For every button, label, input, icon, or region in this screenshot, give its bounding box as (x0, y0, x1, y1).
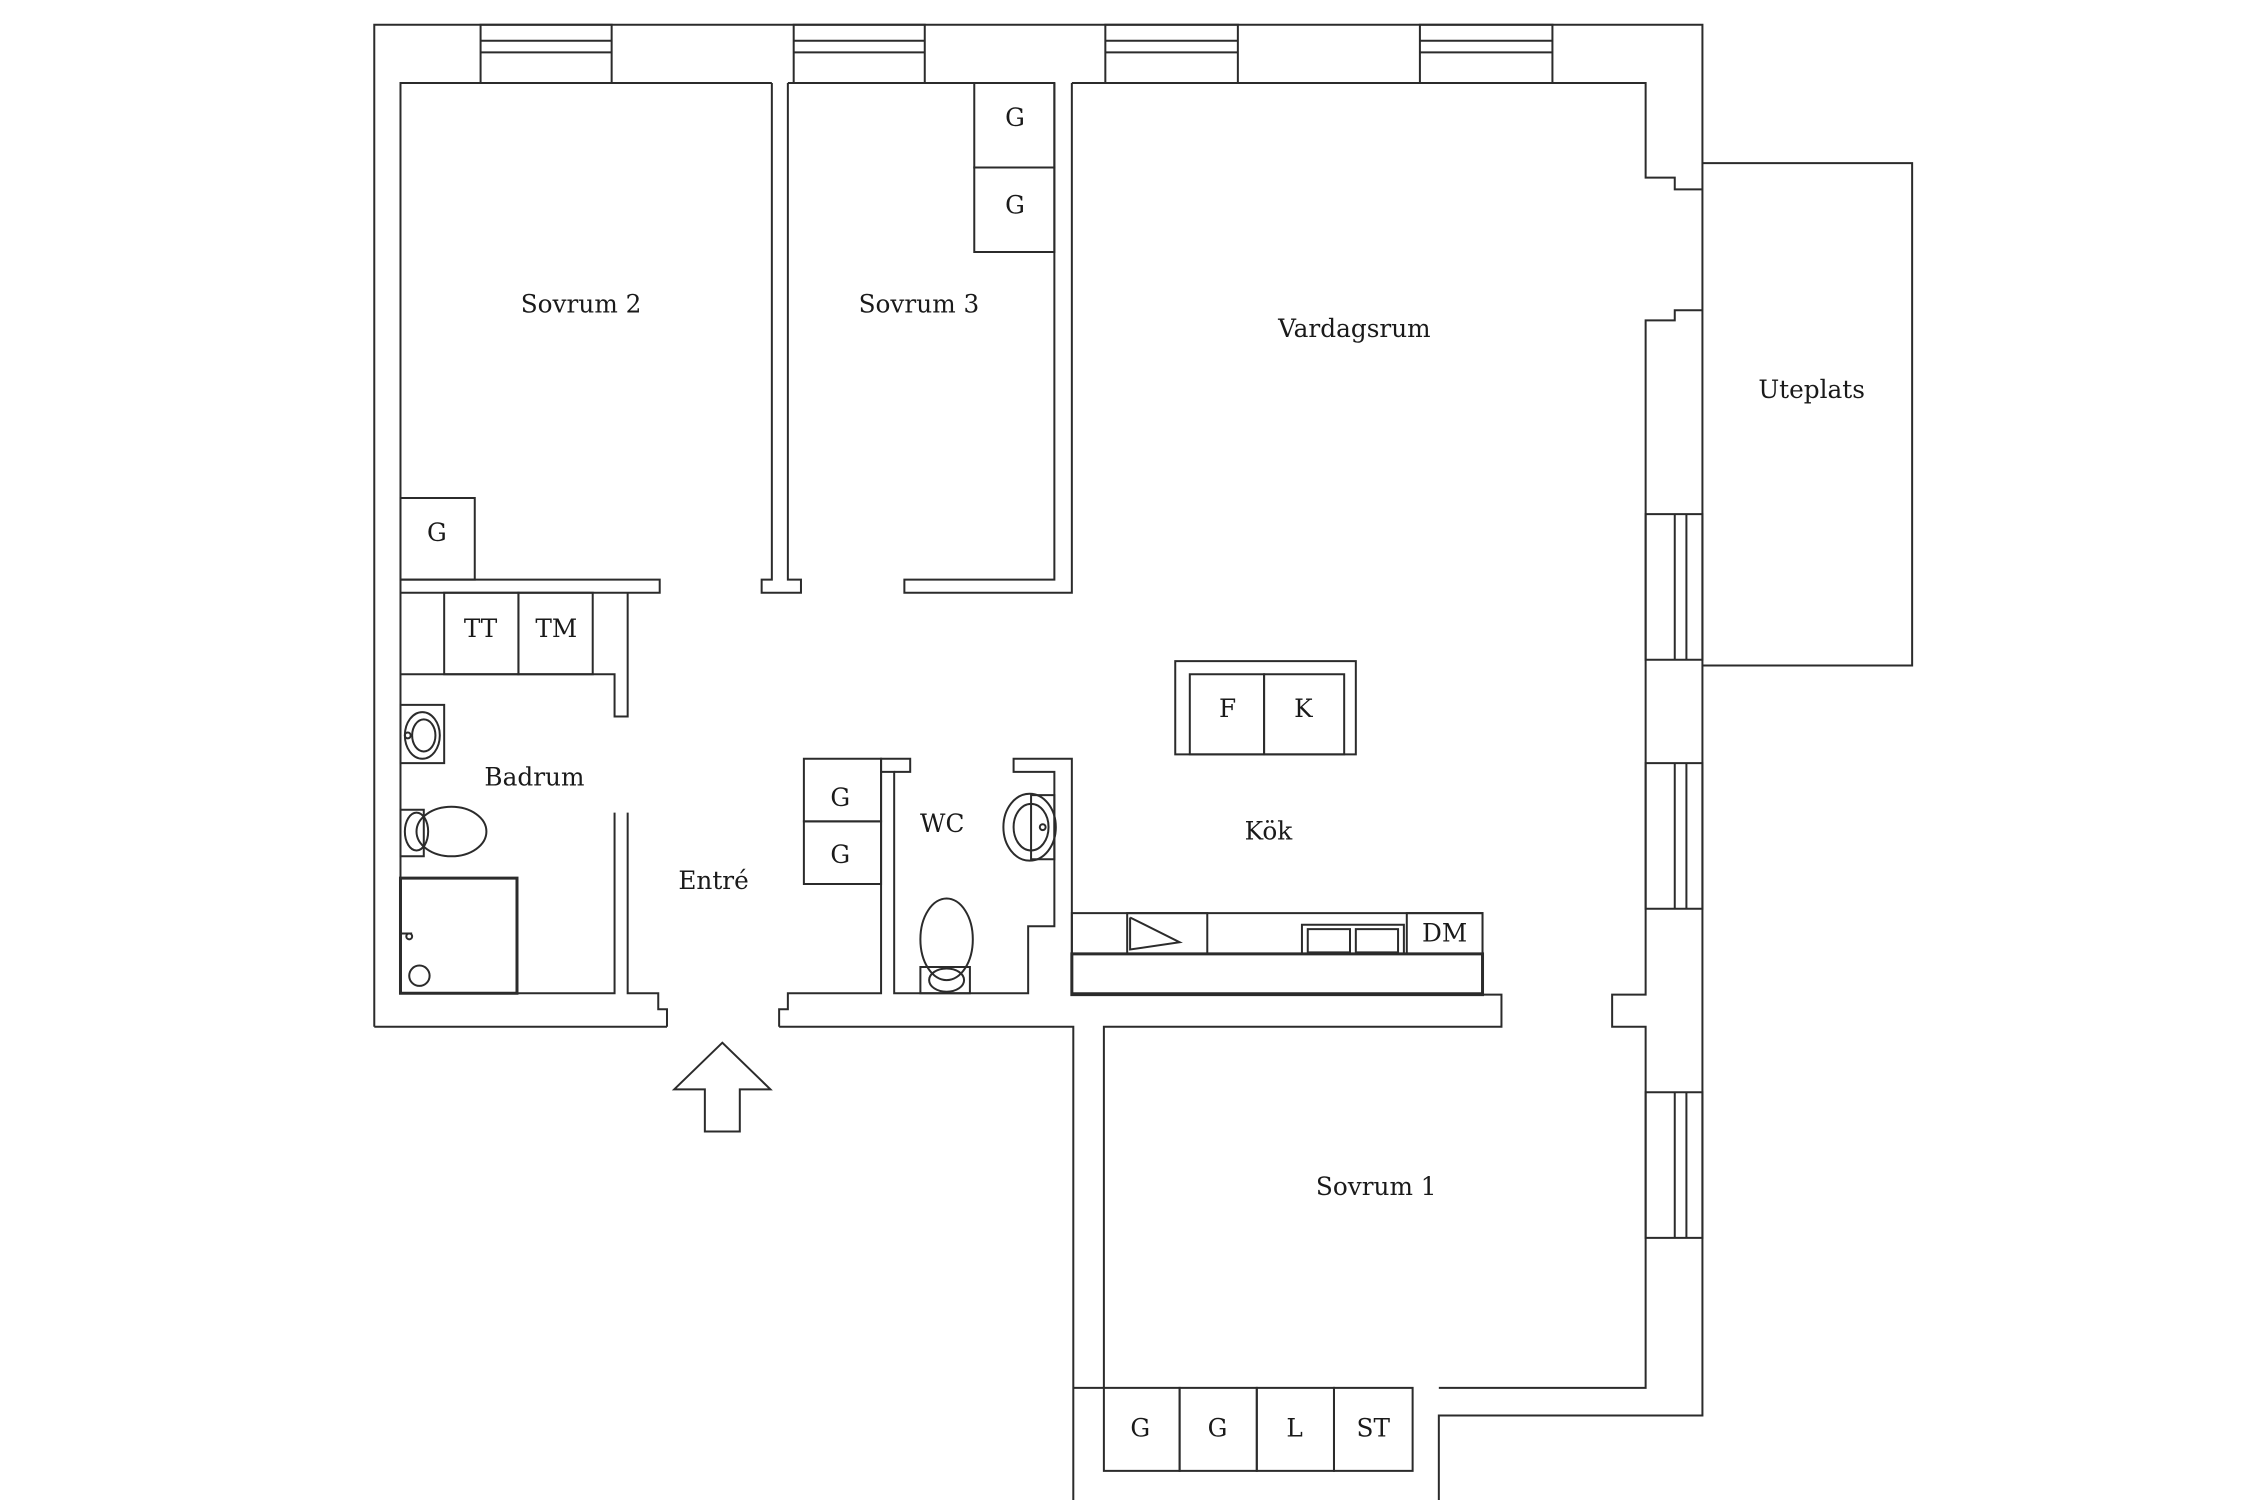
entre-wardrobe-2-label: G (830, 840, 850, 869)
entry-arrow-icon (674, 1043, 770, 1132)
kitchen-counter: DM (1072, 913, 1483, 995)
wc-sink-inner (1014, 804, 1049, 851)
bathroom-fixtures (400, 705, 517, 993)
inner-wall-top-right (1072, 83, 1703, 189)
wc-sink-bowl (1003, 794, 1055, 861)
sov1-storage-label: ST (1357, 1414, 1391, 1443)
bathroom-toilet-tank (400, 810, 423, 857)
room-label-sovrum2: Sovrum 2 (521, 289, 642, 318)
sov3-wardrobe-2-label: G (1005, 190, 1025, 219)
kitchen-counter-base (1072, 954, 1483, 995)
sov1-wardrobe-2-label: G (1208, 1414, 1228, 1443)
room-label-wc: WC (920, 809, 964, 838)
sov2-wardrobe-box (400, 498, 474, 580)
kitchen-sink-bowl-2 (1356, 929, 1398, 952)
bathroom-sink-counter (400, 705, 444, 763)
sov3-wardrobe-2 (974, 167, 1054, 251)
wall-entre-left (628, 813, 667, 1027)
bathroom-shower (400, 878, 517, 993)
wc-sink-counter (1031, 795, 1054, 859)
freezer-label: K (1294, 694, 1313, 723)
room-label-sovrum3: Sovrum 3 (859, 289, 980, 318)
kitchen-sink (1302, 925, 1404, 954)
dishwasher-label: DM (1422, 918, 1467, 947)
laundry: TT TM (444, 593, 593, 675)
stove-hood (1130, 917, 1180, 949)
entre-wardrobes: G G (804, 759, 881, 884)
room-label-kok: Kök (1245, 817, 1294, 846)
bathroom-toilet-seat (405, 813, 428, 851)
sov2-wardrobe: G (400, 498, 474, 580)
wc-fixtures (920, 794, 1055, 994)
sov1-storage (1334, 1388, 1413, 1471)
sov1-wardrobe-1-label: G (1130, 1414, 1150, 1443)
wall-wc-top (881, 759, 910, 772)
room-label-badrum: Badrum (484, 763, 584, 792)
wall-sov3-vardag (904, 83, 1071, 593)
fridge-label: F (1219, 694, 1236, 723)
tumble-dryer-label: TT (464, 614, 498, 643)
room-labels: Sovrum 2 Sovrum 3 Vardagsrum Uteplats Ba… (484, 289, 1865, 1201)
sov2-wardrobe-label: G (427, 518, 447, 547)
entre-wardrobe-1-label: G (830, 783, 850, 812)
wall-sov2-bottom (400, 580, 659, 593)
freezer (1264, 674, 1344, 754)
entre-wardrobe-2 (804, 821, 881, 884)
sov1-wardrobes: G G L ST (1104, 1388, 1413, 1471)
wc-toilet-bowl (920, 899, 972, 981)
inner-wall-outline (400, 83, 771, 993)
dishwasher (1407, 913, 1483, 954)
sov3-wardrobe-1-label: G (1005, 103, 1025, 132)
washing-machine-label: TM (535, 614, 577, 643)
wall-sov2-sov3 (762, 83, 801, 593)
window-3 (1105, 25, 1238, 83)
wall-kitchen-bottom (1072, 993, 1502, 1388)
terrace-outline (1702, 163, 1912, 665)
stove (1127, 913, 1207, 954)
bathroom-sink-tap (405, 733, 411, 739)
kitchen-island: F K (1175, 661, 1356, 754)
bathroom-toilet-bowl (417, 807, 487, 857)
sov3-wardrobes: G G (974, 83, 1054, 252)
bathroom-sink-inner (412, 719, 435, 751)
wc-toilet-seat (929, 968, 964, 991)
windows-top (481, 25, 1553, 83)
washing-machine (518, 593, 592, 675)
windows-right (1646, 514, 1703, 1238)
room-label-vardagsrum: Vardagsrum (1277, 314, 1431, 343)
room-label-sovrum1: Sovrum 1 (1316, 1172, 1437, 1201)
room-label-entre: Entré (678, 866, 748, 895)
wall-badrum-right (400, 813, 614, 994)
bathroom-shower-drain (409, 966, 429, 986)
window-2 (794, 25, 925, 83)
window-1 (481, 25, 612, 83)
room-label-uteplats: Uteplats (1758, 375, 1865, 404)
wc-toilet-tank (920, 967, 970, 993)
kitchen-sink-bowl-1 (1308, 929, 1350, 952)
sov1-linen-label: L (1286, 1414, 1302, 1443)
wall-entre-wc (779, 759, 1072, 1027)
inner-wall-right-step (1439, 310, 1703, 1388)
window-4 (1420, 25, 1553, 83)
wc-sink-tap (1040, 824, 1046, 830)
